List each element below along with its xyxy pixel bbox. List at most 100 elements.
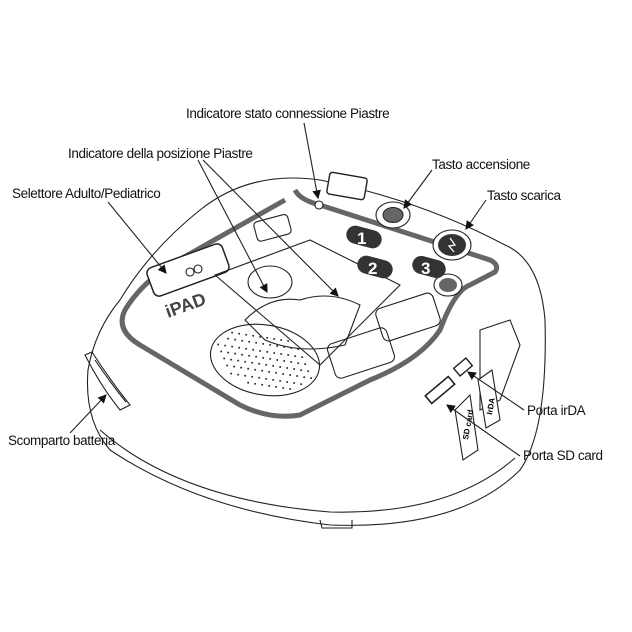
speaker-hole xyxy=(241,353,244,356)
speaker-hole xyxy=(217,343,220,346)
speaker-hole xyxy=(286,381,289,383)
label-pad-position: Indicatore della posizione Piastre xyxy=(68,146,253,161)
speaker-hole xyxy=(275,385,278,388)
shock-button[interactable] xyxy=(432,229,472,261)
speaker-hole xyxy=(280,339,283,341)
front-panel-border xyxy=(119,188,500,419)
speaker-hole xyxy=(297,348,300,351)
speaker-hole xyxy=(241,339,244,342)
speaker-hole xyxy=(255,341,258,344)
speaker-hole xyxy=(254,382,257,385)
speaker-hole xyxy=(307,370,310,373)
speaker-hole xyxy=(289,374,292,376)
speaker-hole xyxy=(238,346,241,349)
speaker-hole xyxy=(296,375,299,378)
speaker-hole xyxy=(266,336,269,339)
speaker-hole xyxy=(275,371,278,374)
speaker-hole xyxy=(245,347,248,350)
speaker-grille xyxy=(209,323,321,397)
speaker-hole xyxy=(265,377,268,380)
pad-connector xyxy=(326,171,368,201)
step-3-badge: 3 xyxy=(421,259,430,278)
speaker-hole xyxy=(283,360,286,362)
speaker-hole xyxy=(268,370,271,373)
speaker-hole xyxy=(297,362,300,365)
speaker-hole xyxy=(251,361,254,364)
label-battery: Scomparto batteria xyxy=(8,433,116,448)
speaker-hole xyxy=(223,357,226,360)
sd-card-port[interactable] xyxy=(424,375,456,405)
shock-pointer xyxy=(465,199,487,230)
speaker-hole xyxy=(240,366,243,369)
device-body xyxy=(86,177,546,526)
pad-position-indicator xyxy=(213,239,401,366)
speaker-hole xyxy=(231,331,234,334)
speaker-hole xyxy=(272,364,275,367)
lightning-icon xyxy=(447,237,457,253)
speaker-hole xyxy=(247,367,250,370)
speaker-hole xyxy=(220,350,223,353)
speaker-hole xyxy=(300,383,303,386)
battery-pointer xyxy=(69,394,107,434)
speaker-hole xyxy=(261,383,264,386)
speaker-hole xyxy=(234,352,237,355)
speaker-hole xyxy=(238,332,241,335)
speaker-hole xyxy=(244,360,247,363)
speaker-hole xyxy=(293,368,296,371)
speaker-hole xyxy=(287,340,290,343)
speaker-hole xyxy=(290,361,293,364)
speaker-hole xyxy=(276,358,279,361)
speaker-hole xyxy=(300,369,303,372)
speaker-hole xyxy=(301,356,304,359)
speaker-hole xyxy=(273,351,276,354)
irda-port[interactable] xyxy=(452,357,474,377)
speaker-hole xyxy=(234,338,237,341)
speaker-hole xyxy=(252,348,255,351)
speaker-hole xyxy=(294,355,297,358)
power-pointer xyxy=(403,169,433,209)
speaker-hole xyxy=(231,345,234,348)
speaker-hole xyxy=(230,372,233,375)
speaker-hole xyxy=(251,375,254,378)
irda-pointer xyxy=(467,371,525,411)
speaker-hole xyxy=(237,373,240,376)
pad-connection-indicator xyxy=(314,200,324,210)
speaker-hole xyxy=(276,344,279,347)
speaker-hole xyxy=(255,355,258,358)
speaker-hole xyxy=(248,340,251,343)
speaker-hole xyxy=(272,378,275,381)
speaker-hole xyxy=(244,374,247,377)
speaker-hole xyxy=(245,333,248,336)
speaker-hole xyxy=(226,364,229,367)
pad-position-pointer-left xyxy=(197,159,268,293)
speaker-hole xyxy=(259,335,262,338)
speaker-hole xyxy=(289,388,292,390)
speaker-hole xyxy=(258,362,261,365)
speaker-hole xyxy=(310,377,313,380)
speaker-hole xyxy=(230,358,233,361)
label-pad-connection: Indicatore stato connessione Piastre xyxy=(186,106,389,121)
speaker-hole xyxy=(282,386,285,389)
label-shock-button: Tasto scarica xyxy=(487,188,561,203)
speaker-hole xyxy=(269,343,272,346)
irda-tag: IrDA xyxy=(485,397,497,415)
battery-compartment xyxy=(84,351,131,411)
speaker-hole xyxy=(303,376,306,379)
label-power-button: Tasto accensione xyxy=(432,157,530,172)
speaker-hole xyxy=(273,337,276,340)
sd-pointer xyxy=(446,404,521,457)
speaker-hole xyxy=(224,344,227,347)
label-irda-port: Porta irDA xyxy=(527,403,586,418)
speaker-hole xyxy=(227,351,230,354)
power-button[interactable] xyxy=(375,201,411,229)
speaker-hole xyxy=(279,365,282,368)
speaker-hole xyxy=(248,354,251,357)
speaker-hole xyxy=(280,353,283,355)
adult-pediatric-selector[interactable] xyxy=(145,242,230,298)
speaker-hole xyxy=(233,365,236,368)
speaker-hole xyxy=(247,381,250,384)
info-button[interactable] xyxy=(433,273,463,297)
speaker-hole xyxy=(227,337,230,340)
